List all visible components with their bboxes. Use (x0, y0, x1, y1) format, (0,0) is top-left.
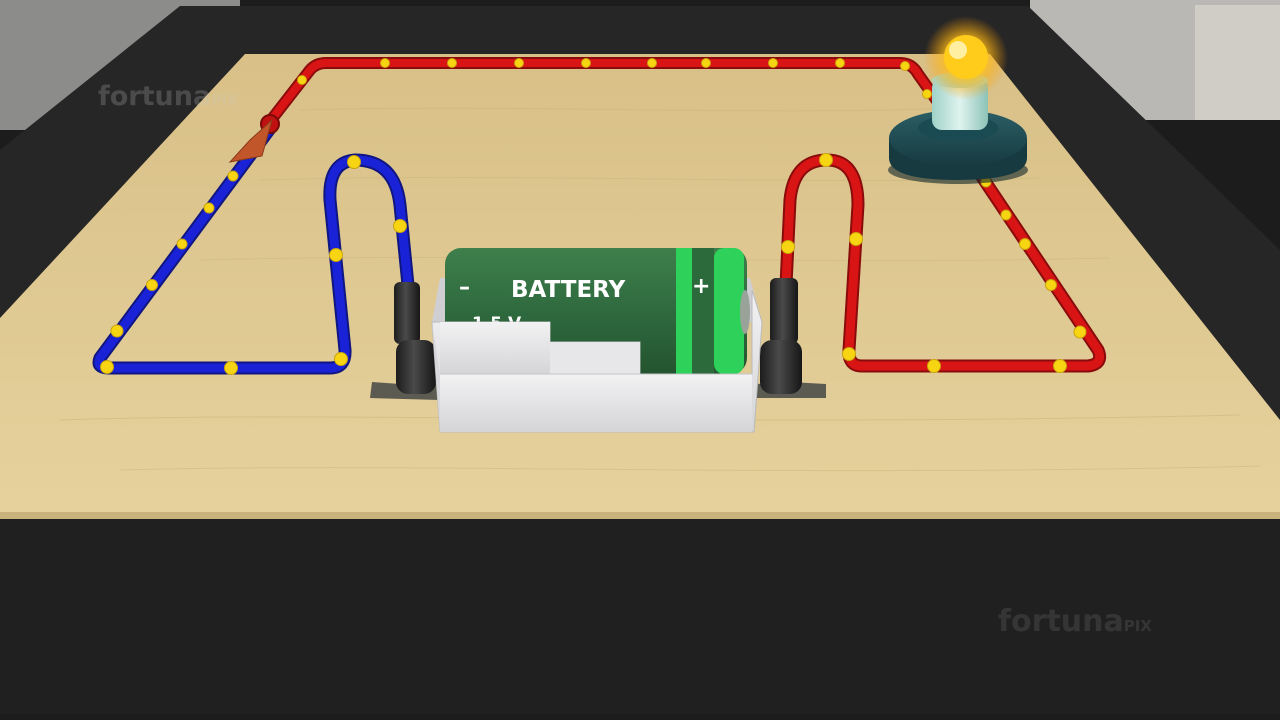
electron (701, 58, 711, 68)
electron (1000, 209, 1012, 221)
electron (227, 170, 239, 182)
table-front (0, 518, 1280, 714)
electron (110, 324, 124, 338)
electron (176, 238, 188, 250)
current-direction-arrow (228, 118, 273, 163)
electron (297, 75, 307, 85)
electron (900, 61, 910, 71)
watermark-bottom-right: fortunaPIX (998, 604, 1152, 639)
electron (781, 240, 795, 254)
electron (514, 58, 524, 68)
bulb (888, 16, 1028, 184)
holder-left-terminal (370, 282, 440, 400)
electron (768, 58, 778, 68)
electron (842, 347, 856, 361)
electron (334, 352, 348, 366)
battery-negative-symbol: – (459, 275, 470, 300)
holder-right-terminal (756, 278, 826, 398)
electron (1019, 238, 1031, 250)
electron (1053, 359, 1067, 373)
electron (329, 248, 343, 262)
background-cabinet (1195, 5, 1280, 120)
electron (922, 89, 932, 99)
electron (1073, 325, 1087, 339)
watermark-top-left: fortunaPIX (98, 81, 238, 112)
battery-stripe (676, 248, 692, 374)
electron (393, 219, 407, 233)
electron (835, 58, 845, 68)
electron (927, 359, 941, 373)
electron (1045, 279, 1057, 291)
battery-stripe (714, 248, 744, 374)
bulb-filament-light (944, 35, 988, 79)
electron (100, 360, 114, 374)
battery-label: BATTERY (511, 277, 626, 303)
electron (146, 279, 158, 291)
electron (647, 58, 657, 68)
electron (581, 58, 591, 68)
electron (203, 202, 215, 214)
electron (447, 58, 457, 68)
electrons (100, 58, 1087, 375)
electron (224, 361, 238, 375)
board-edge (0, 512, 1280, 519)
battery-positive-symbol: + (692, 274, 710, 299)
electron (849, 232, 863, 246)
electron (819, 153, 833, 167)
electron (347, 155, 361, 169)
electron (380, 58, 390, 68)
